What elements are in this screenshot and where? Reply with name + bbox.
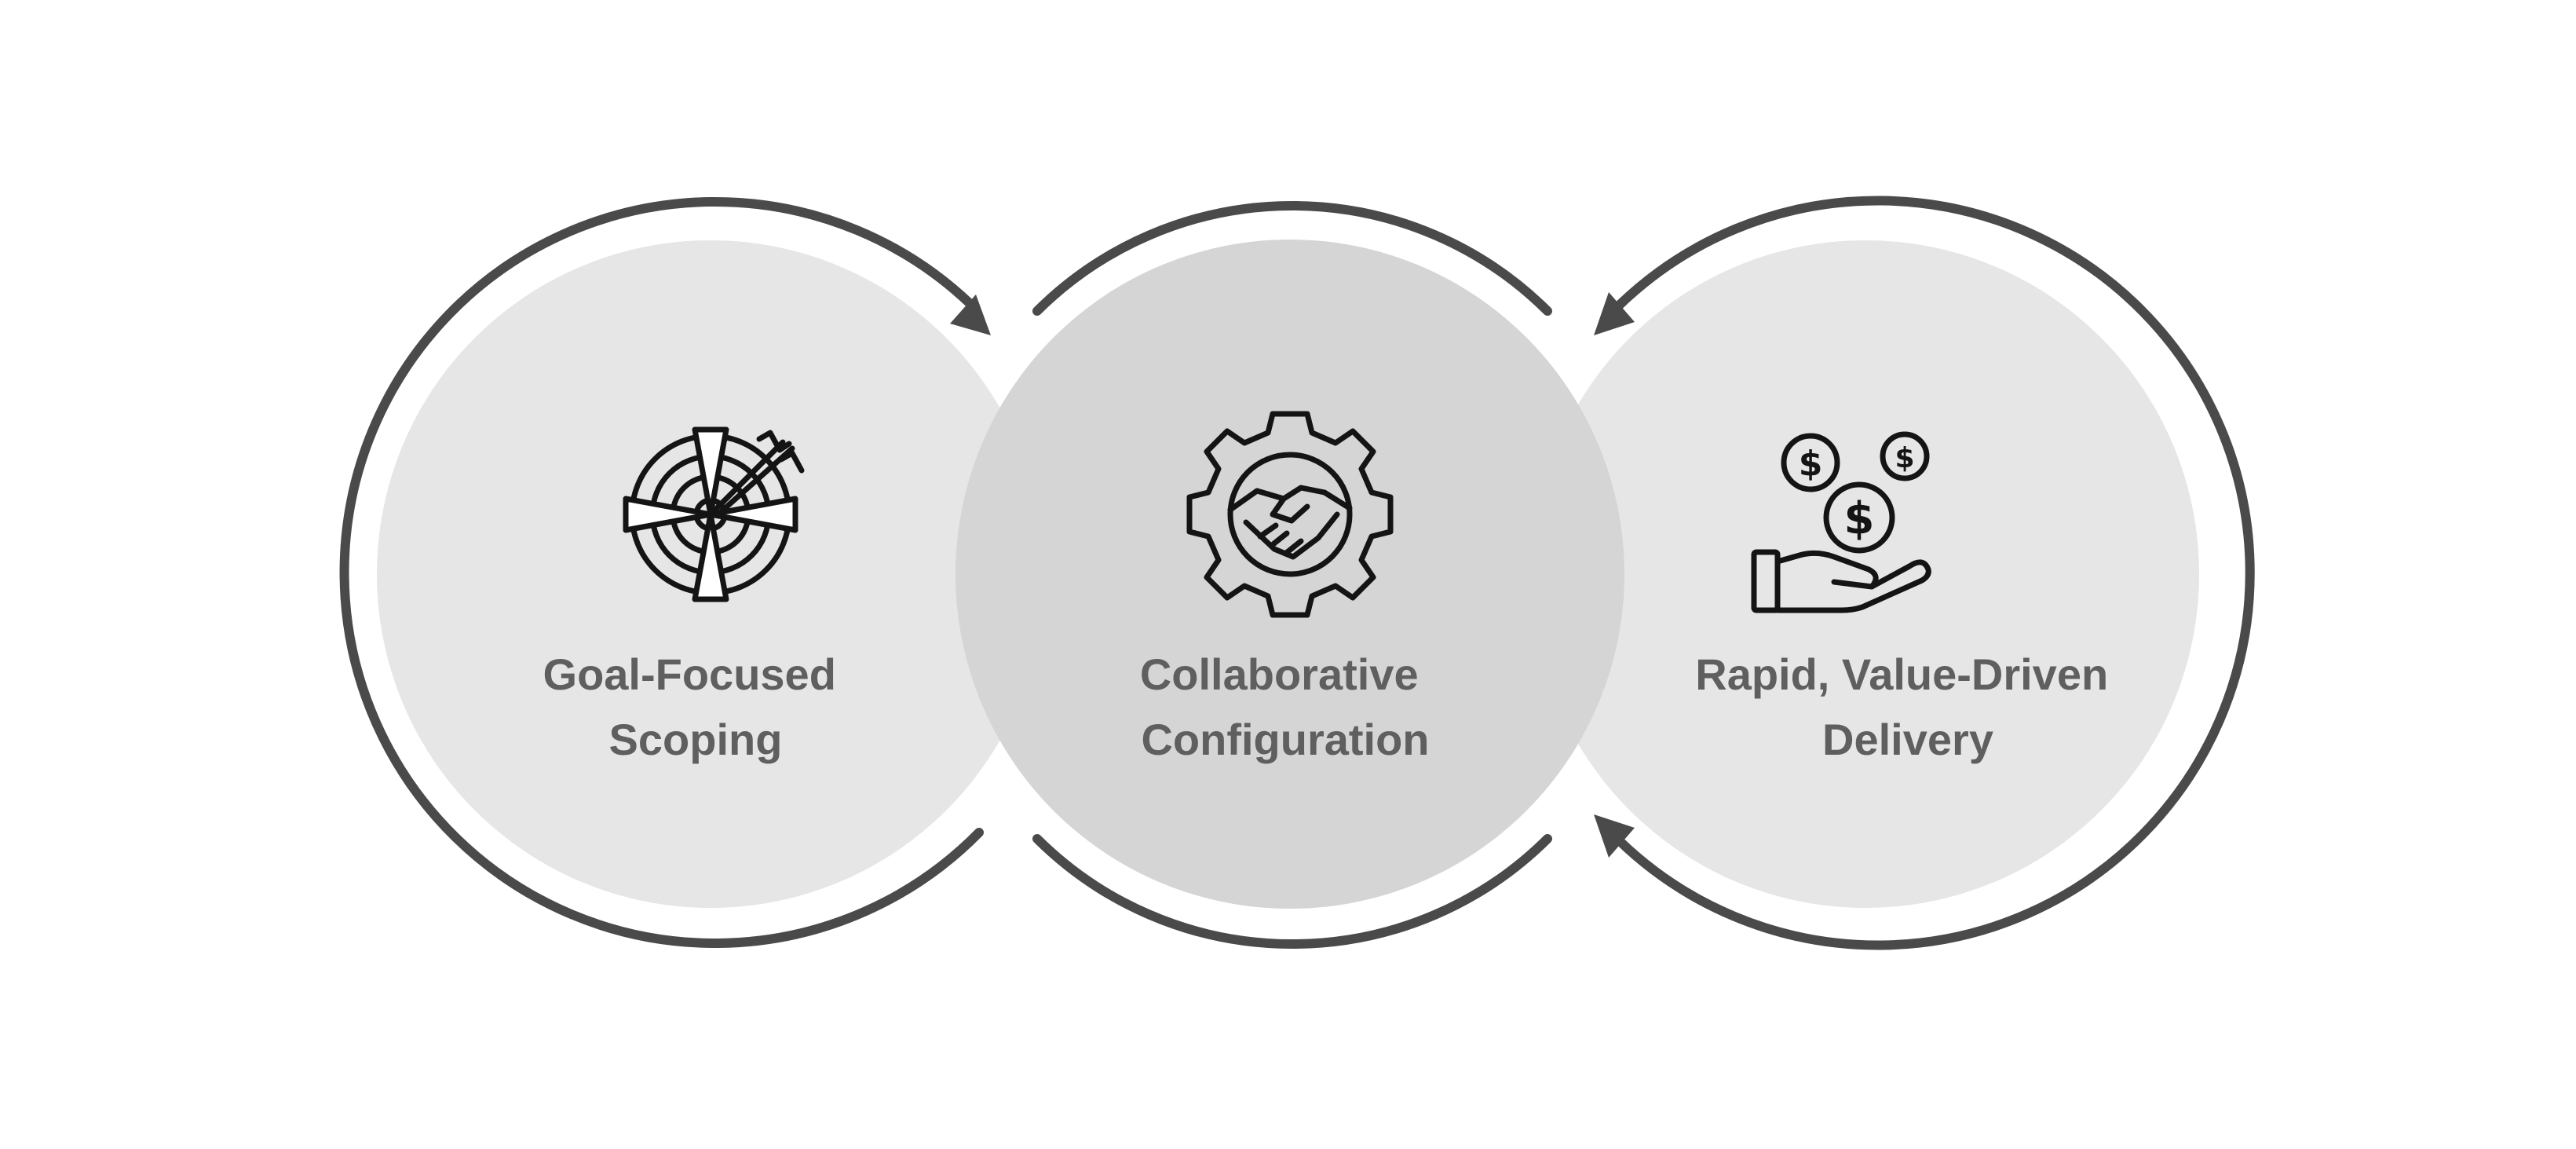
arc-stage-2-bottom [1032, 834, 1552, 949]
arrowhead-stage-3-top [1594, 292, 1635, 335]
stage-3-label-line-1: Rapid, Value-Driven [1695, 650, 2108, 699]
flow-arrows [339, 196, 2255, 950]
coin-icon: $ [1781, 433, 1840, 492]
stage-3-circle [1532, 240, 2199, 908]
target-with-arrows-icon [623, 426, 805, 602]
stage-1-label-line-2: Scoping [609, 715, 783, 764]
gear-handshake-icon [1186, 411, 1394, 618]
arc-stage-1-outer [339, 196, 984, 948]
stage-1-label: Goal-Focused Scoping [543, 650, 849, 764]
svg-text:$: $ [1844, 493, 1875, 544]
stage-2-label: Collaborative Configuration [1140, 650, 1431, 764]
stage-2-label-line-2: Configuration [1141, 715, 1429, 764]
arc-stage-3-outer [1614, 196, 2255, 950]
stage-3-label: Rapid, Value-Driven Delivery [1695, 650, 2121, 764]
coin-icon: $ [1880, 431, 1930, 481]
arrowhead-stage-3-bottom [1594, 814, 1635, 858]
svg-text:$: $ [1895, 442, 1914, 474]
stage-1-label-line-1: Goal-Focused [543, 650, 836, 699]
arc-stage-2-top [1032, 201, 1552, 316]
stage-2-label-line-1: Collaborative [1140, 650, 1419, 699]
arrowhead-stage-1-top [950, 295, 991, 335]
coin-icon: $ [1823, 481, 1895, 554]
stage-3-label-line-2: Delivery [1822, 715, 1993, 764]
svg-text:$: $ [1799, 444, 1823, 484]
hand-with-coins-icon: $ $ $ [1751, 431, 1931, 613]
